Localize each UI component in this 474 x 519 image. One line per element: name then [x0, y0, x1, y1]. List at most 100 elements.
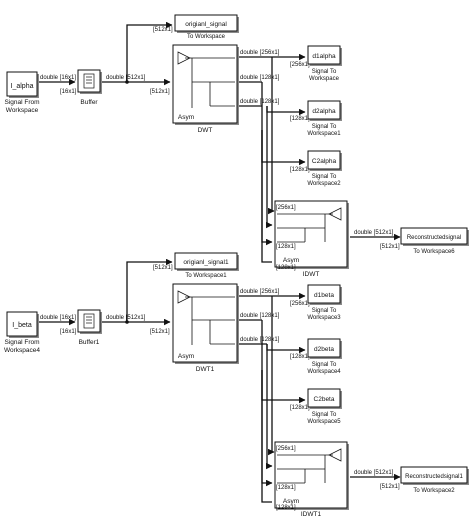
sig-d1beta-in: [256x1] — [290, 301, 310, 307]
sig-dwt-out3: double [128x1] — [240, 99, 280, 105]
recon-beta-label: Reconstructedsignal1 — [405, 474, 463, 480]
buffer1-caption: Buffer1 — [79, 339, 100, 346]
sig-c2beta-in: [128x1] — [290, 405, 310, 411]
sig-idwt1-in3: [128x1] — [276, 505, 296, 511]
dwt1-tree-icon — [177, 290, 235, 345]
c2beta-caption-2: Workspace5 — [307, 419, 341, 425]
c2alpha-caption-1: Signal To — [312, 174, 337, 180]
sig-original1-in: [512x1] — [153, 265, 173, 271]
line-to-c2beta[interactable] — [261, 370, 306, 404]
d2beta-caption-2: Workspace4 — [307, 369, 341, 375]
sig-d2alpha-in: [128x1] — [290, 116, 310, 122]
d1beta-block[interactable] — [307, 284, 341, 304]
line-d1beta-to-idwt1[interactable] — [268, 296, 275, 456]
line-to-original-beta[interactable] — [126, 258, 173, 322]
sig-original-in: [512x1] — [153, 27, 173, 33]
idwt-caption: IDWT — [303, 271, 320, 278]
sig-dwt1-in: [512x1] — [150, 329, 170, 335]
idwt1-caption: IDWT1 — [301, 511, 322, 518]
sig-ibeta-out: double [16x1] — [40, 315, 76, 321]
sig-idwt1-in2: [128x1] — [276, 485, 296, 491]
line-c2beta-to-idwt1[interactable] — [266, 344, 273, 470]
sig-idwt1-in1: [256x1] — [276, 446, 296, 452]
ibeta-caption-1: Signal From — [4, 339, 39, 346]
d2alpha-label: d2alpha — [312, 108, 336, 115]
c2alpha-caption-2: Workspace2 — [307, 181, 341, 187]
recon-alpha-caption: To Workspace6 — [413, 249, 455, 255]
sig-dwt1-out3: double [128x1] — [240, 337, 280, 343]
buffer1-icon — [83, 313, 95, 329]
line-to-c2alpha[interactable] — [261, 130, 306, 166]
ialpha-block[interactable] — [6, 71, 38, 97]
line-to-d2alpha[interactable] — [266, 106, 306, 116]
dwt1-asym: Asym — [178, 353, 194, 360]
d1beta-label: d1beta — [314, 292, 334, 299]
original-alpha-block[interactable] — [174, 14, 238, 32]
beta-chain: I_beta Signal From Workspace4 double [16… — [4, 252, 469, 518]
sig-dwt-out1: double [256x1] — [240, 50, 280, 56]
d2beta-label: d2beta — [314, 346, 334, 353]
idwt1-asym: Asym — [283, 498, 299, 505]
d2alpha-caption-2: Workspace1 — [307, 131, 341, 137]
idwt-block[interactable] — [274, 200, 348, 268]
ibeta-block[interactable] — [6, 311, 38, 337]
dwt-tree-icon — [177, 51, 235, 108]
sig-d2beta-in: [128x1] — [290, 354, 310, 360]
buffer1-block[interactable] — [77, 309, 101, 333]
sig-ialpha-out: double [16x1] — [40, 75, 76, 81]
sig-dwt1-out1: double [256x1] — [240, 289, 280, 295]
sig-idwt-in1: [256x1] — [276, 205, 296, 211]
idwt1-block[interactable] — [274, 441, 348, 509]
ialpha-caption-2: Workspace — [6, 107, 39, 114]
d1beta-caption-1: Signal To — [312, 308, 337, 314]
sig-idwt-in2: [128x1] — [276, 244, 296, 250]
alpha-signal-lines — [36, 21, 401, 263]
c2beta-block[interactable] — [307, 388, 341, 408]
line-c2-branch — [261, 130, 272, 263]
line-to-d2beta[interactable] — [266, 344, 306, 354]
branch-dot — [125, 80, 129, 84]
dwt-block[interactable] — [172, 44, 238, 124]
idwt-tree-icon — [277, 207, 342, 243]
sig-buffer-in: [16x1] — [60, 89, 77, 95]
original-beta-block[interactable] — [174, 252, 238, 270]
buffer-caption: Buffer — [80, 99, 98, 106]
dwt-caption: DWT — [198, 127, 213, 134]
idwt1-tree-icon — [277, 448, 342, 484]
line-to-original-alpha[interactable] — [126, 21, 173, 82]
ialpha-label: I_alpha — [11, 83, 34, 90]
d1alpha-block[interactable] — [307, 45, 341, 65]
sig-recon1-in: [512x1] — [380, 484, 400, 490]
original-alpha-caption: To Workspace — [187, 34, 226, 40]
dwt1-block[interactable] — [172, 283, 238, 363]
line-c2-to-idwt[interactable] — [266, 106, 273, 229]
d1beta-caption-2: Workspace3 — [307, 315, 341, 321]
recon-beta-caption: To Workspace2 — [413, 488, 455, 494]
sig-buffer-out: double [512x1] — [106, 75, 146, 81]
d1alpha-caption-1: Signal To — [312, 69, 337, 75]
sig-d1alpha-in: [256x1] — [290, 62, 310, 68]
buffer-icon — [83, 73, 95, 89]
sig-idwt-in3: [128x1] — [276, 265, 296, 271]
dwt-asym: Asym — [178, 114, 194, 121]
d2alpha-block[interactable] — [307, 100, 341, 120]
d1alpha-caption-2: Workspace — [309, 76, 340, 82]
dwt1-caption: DWT1 — [196, 366, 215, 373]
sig-dwt-out2: double [128x1] — [240, 75, 280, 81]
c2alpha-block[interactable] — [307, 150, 341, 170]
d2beta-caption-1: Signal To — [312, 362, 337, 368]
alpha-chain: I_alpha Signal From Workspace double [16… — [4, 14, 469, 278]
d2beta-block[interactable] — [307, 338, 341, 358]
buffer-block[interactable] — [77, 69, 101, 93]
c2beta-caption-1: Signal To — [312, 412, 337, 418]
sig-buffer1-in: [16x1] — [60, 329, 77, 335]
beta-signal-lines — [36, 258, 401, 503]
d2alpha-caption-1: Signal To — [312, 124, 337, 130]
recon-alpha-block[interactable] — [400, 227, 468, 245]
recon-beta-block[interactable] — [400, 466, 468, 484]
original-alpha-label: origianl_signal — [185, 21, 227, 28]
c2beta-label: C2beta — [314, 396, 335, 403]
line-c2beta-branch — [261, 370, 272, 503]
sig-buffer1-out: double [512x1] — [106, 315, 146, 321]
